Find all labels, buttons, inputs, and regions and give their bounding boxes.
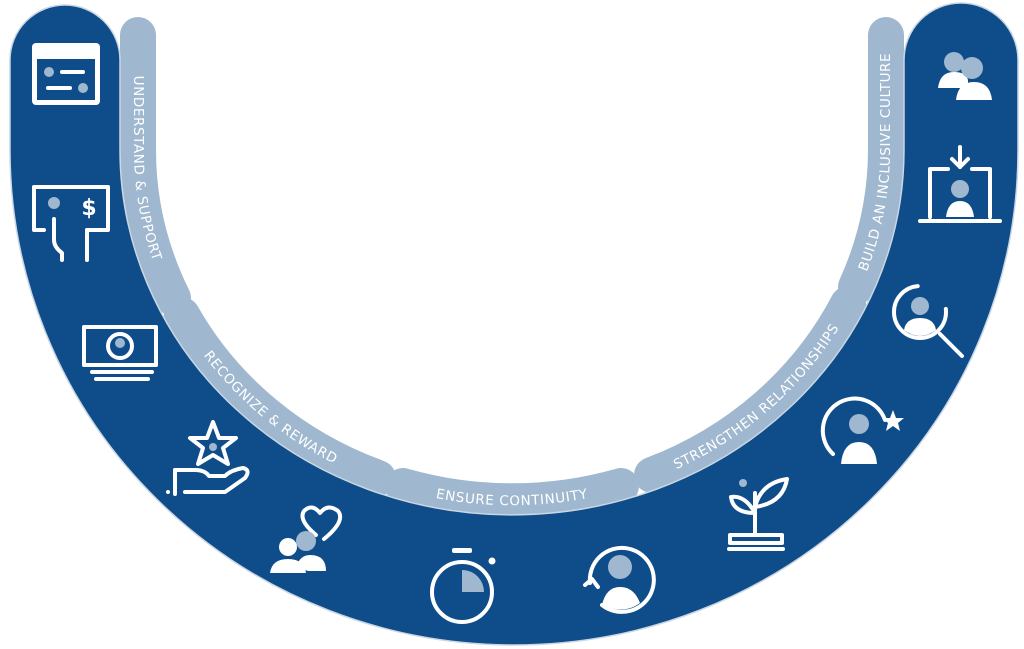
svg-text:$: $: [81, 196, 96, 221]
hand-star-icon: [166, 420, 250, 496]
payment-hand-icon: $: [32, 185, 110, 262]
settings-board-icon: [32, 43, 100, 105]
stopwatch-icon: [430, 548, 496, 624]
person-refresh-icon: [583, 545, 656, 614]
plant-growth-icon: [727, 477, 789, 551]
label-ensure-continuity: ENSURE CONTINUITY: [435, 486, 590, 509]
person-star-icon: [820, 396, 904, 464]
person-download-icon: [918, 145, 1002, 223]
people-group-icon: [938, 52, 992, 100]
banknote-icon: [82, 325, 158, 381]
person-search-icon: [892, 284, 964, 358]
dark-band: [9, 2, 1019, 646]
people-heart-icon: [270, 505, 343, 573]
